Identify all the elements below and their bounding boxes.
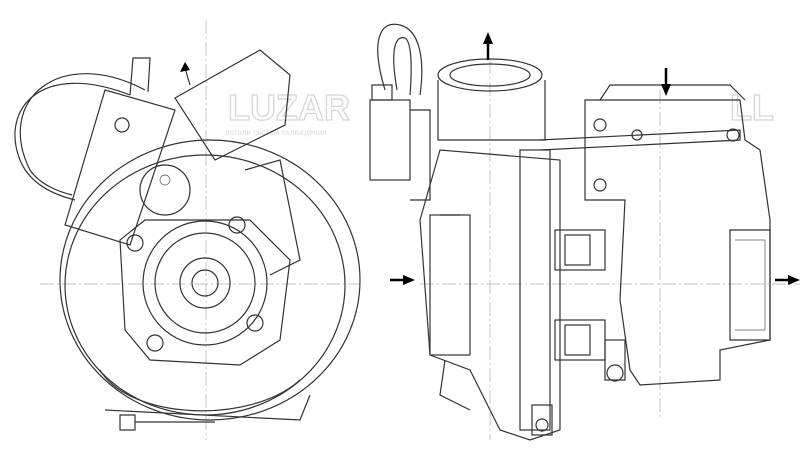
watermark-tagline: детали систем охлаждения xyxy=(225,128,327,137)
watermark-brand-right: LL xyxy=(730,87,774,128)
arrow-up-icon xyxy=(180,62,190,72)
center-lines xyxy=(40,20,800,440)
arrow-right-icon xyxy=(788,275,800,285)
side-view xyxy=(369,23,771,441)
front-view xyxy=(14,49,361,431)
arrow-up-icon xyxy=(483,32,493,44)
watermark-brand: LUZAR xyxy=(228,87,350,128)
flow-arrows xyxy=(390,32,800,285)
arrow-down-icon xyxy=(661,84,671,96)
arrow-right-icon xyxy=(403,275,415,285)
watermark-logo: LUZAR детали систем охлаждения LL xyxy=(225,86,775,137)
